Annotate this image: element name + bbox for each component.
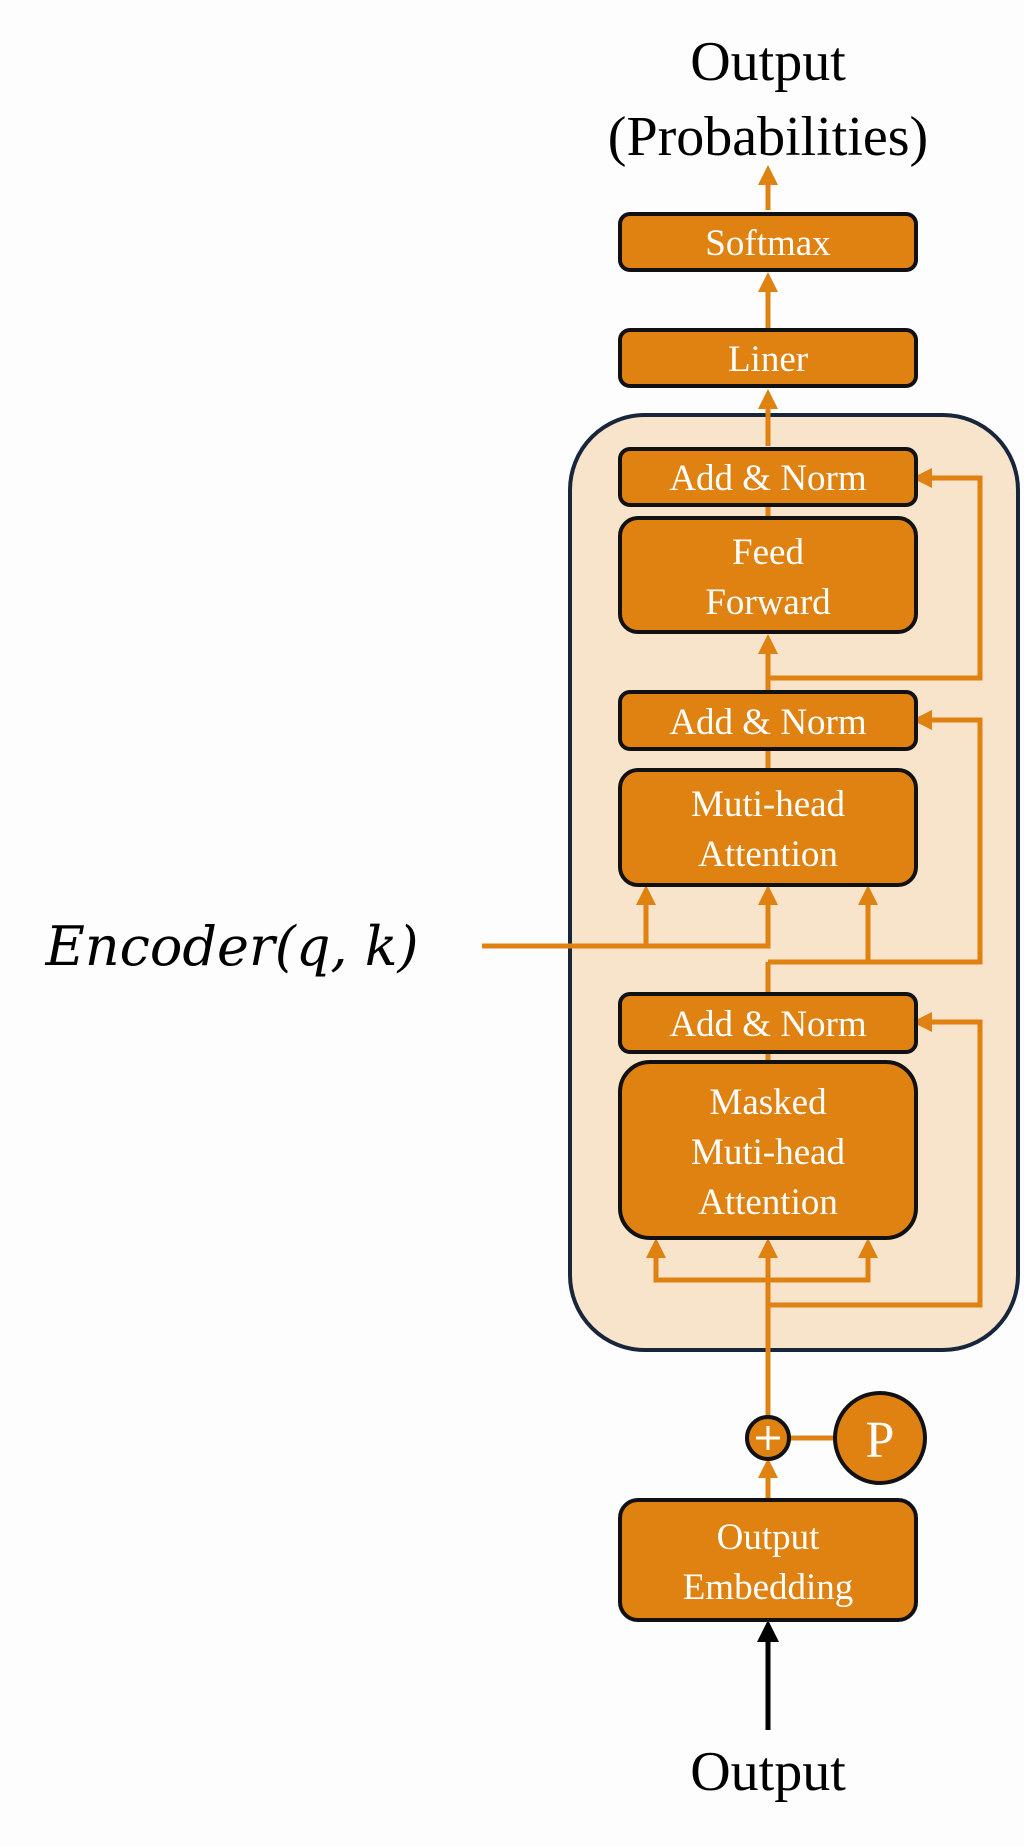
feed-forward-box [618,516,918,634]
liner-box [618,328,918,388]
feed-forward-label-1: Feed [732,532,804,573]
multi-head-attention-label-1: Muti-head [691,784,846,825]
softmax-label: Softmax [705,223,831,264]
liner-label: Liner [728,339,808,380]
add-norm-box-top [618,447,918,507]
positional-encoding-label: P [866,1412,895,1469]
encoder-input-label: Encoder(q, k) [44,915,418,978]
output-embedding-box [618,1498,918,1622]
output-input-label: Output [690,1741,846,1803]
multi-head-attention-box [618,768,918,887]
positional-encoding-circle [833,1391,927,1485]
add-norm-label-top: Add & Norm [669,458,867,499]
feed-forward-label-2: Forward [705,582,831,623]
masked-attention-label-1: Masked [709,1082,827,1123]
masked-multi-head-attention-box [618,1060,918,1240]
multi-head-attention-label-2: Attention [698,834,838,875]
output-probabilities-label: Output [690,31,846,93]
masked-attention-label-2: Muti-head [691,1132,846,1173]
add-norm-box-mid [618,690,918,751]
output-probabilities-label-2: (Probabilities) [608,106,928,168]
connectors [482,165,983,1730]
output-embedding-label-1: Output [717,1517,821,1558]
add-norm-label-mid: Add & Norm [669,702,867,743]
add-norm-box-low [618,992,918,1054]
add-positional-node [745,1415,791,1461]
output-embedding-label-2: Embedding [683,1567,854,1608]
softmax-box [618,212,918,272]
masked-attention-label-3: Attention [698,1182,838,1223]
add-norm-label-low: Add & Norm [669,1004,867,1045]
